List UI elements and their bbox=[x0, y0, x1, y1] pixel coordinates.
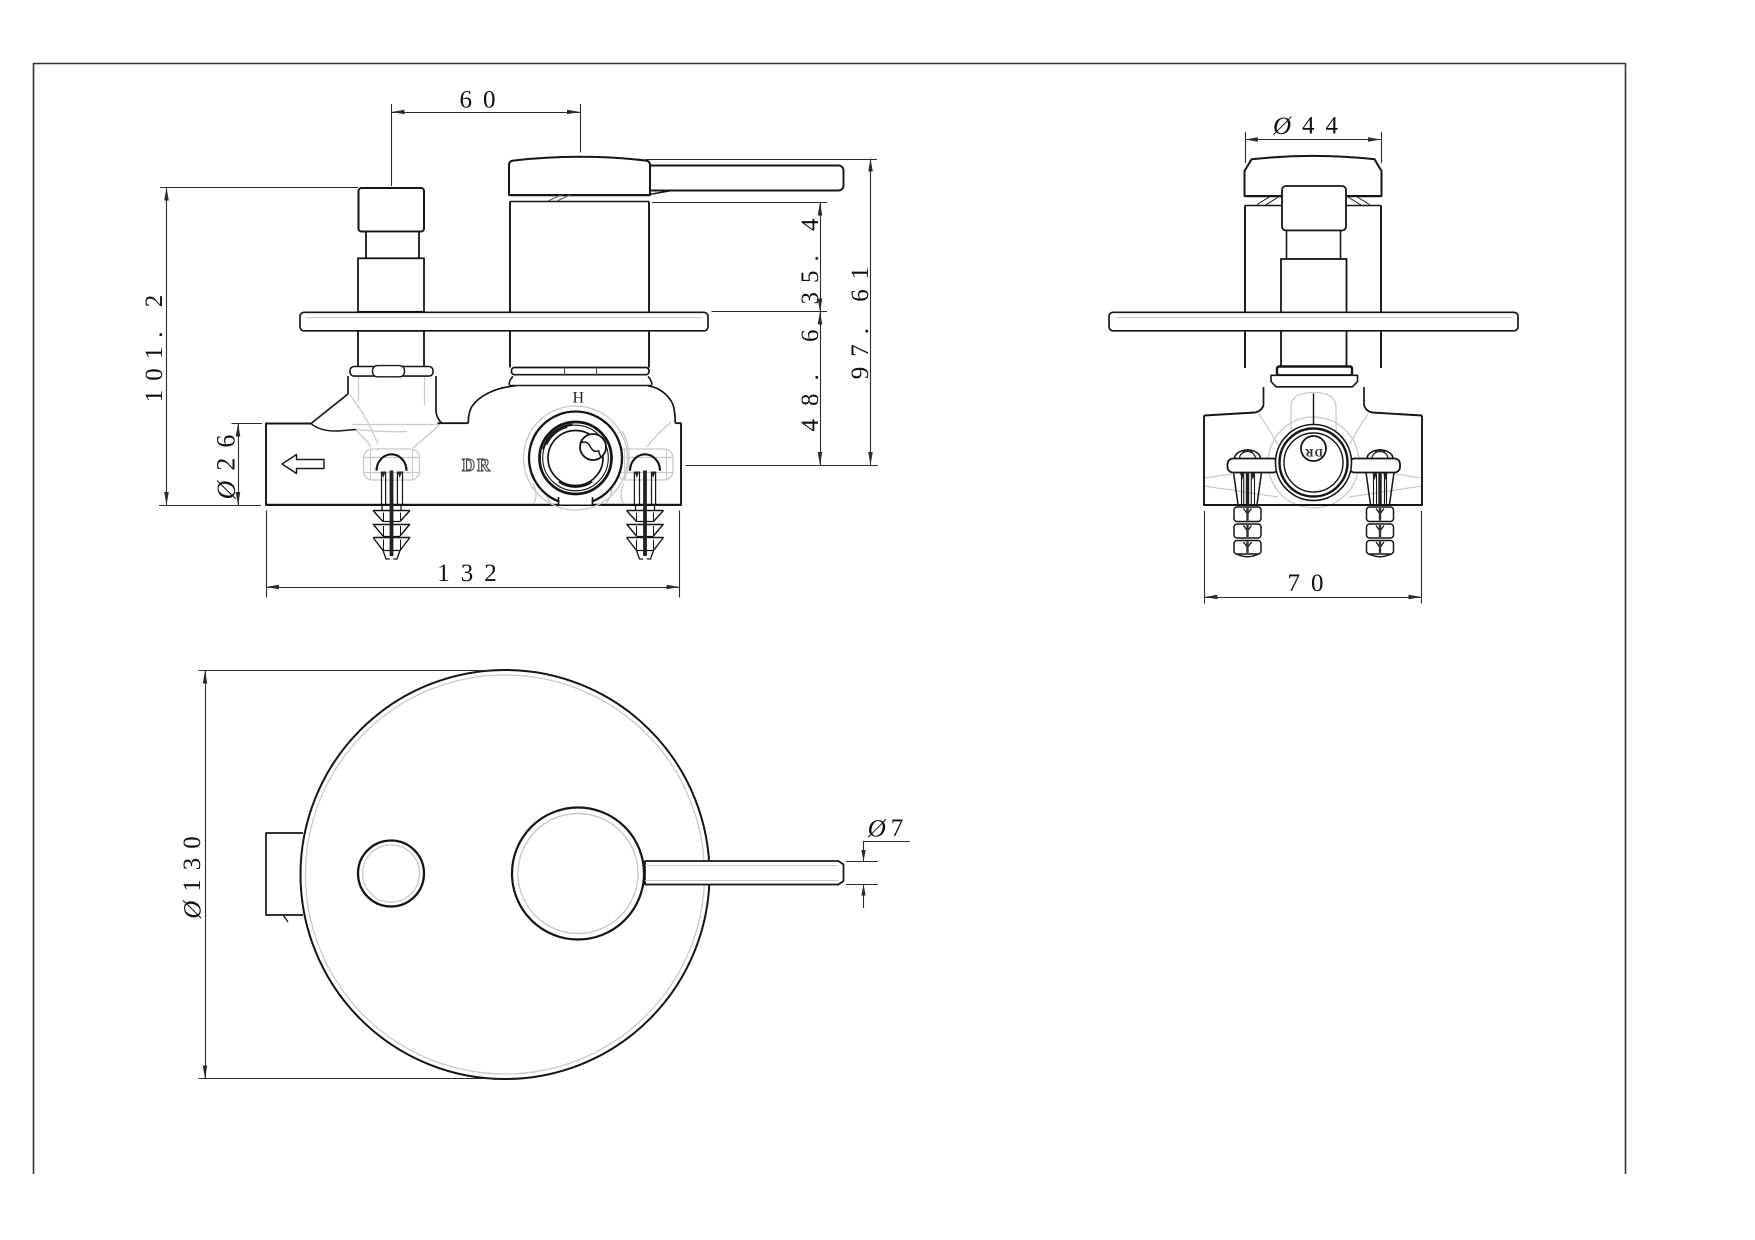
svg-text:Ø26: Ø26 bbox=[212, 425, 241, 501]
svg-text:70: 70 bbox=[1288, 570, 1335, 597]
svg-text:H: H bbox=[572, 390, 584, 407]
svg-text:Ø7: Ø7 bbox=[867, 815, 909, 842]
svg-text:35. 4: 35. 4 bbox=[797, 210, 824, 305]
svg-text:132: 132 bbox=[437, 560, 508, 587]
svg-text:101. 2: 101. 2 bbox=[141, 286, 168, 403]
svg-text:97. 61: 97. 61 bbox=[847, 257, 874, 380]
svg-text:Ø44: Ø44 bbox=[1272, 113, 1349, 140]
svg-text:Ø130: Ø130 bbox=[179, 827, 206, 920]
svg-text:DR: DR bbox=[1304, 446, 1323, 458]
svg-text:60: 60 bbox=[460, 87, 507, 114]
svg-text:DR: DR bbox=[462, 455, 492, 475]
svg-text:48. 6: 48. 6 bbox=[797, 317, 824, 432]
